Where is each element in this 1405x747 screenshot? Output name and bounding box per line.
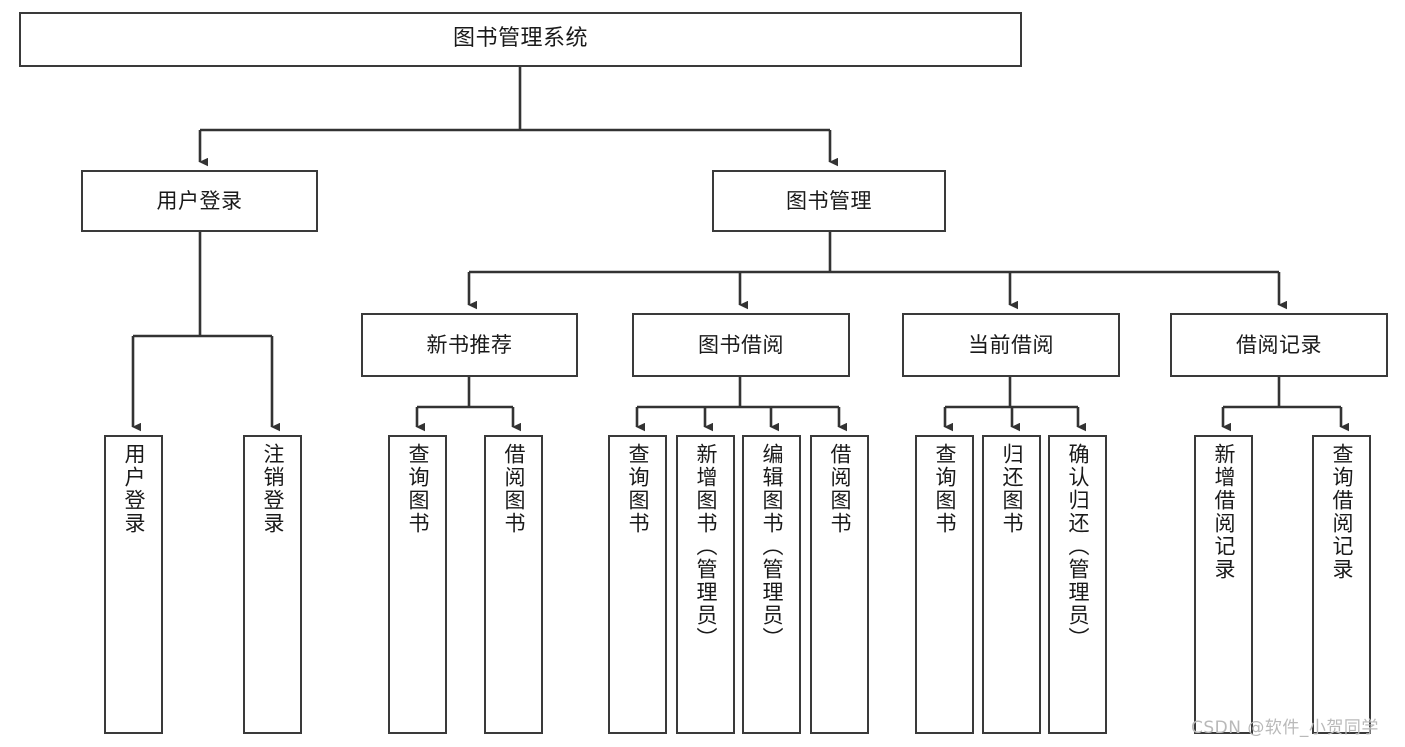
node-label: 查询图书	[406, 443, 430, 535]
leaf-current-query-book[interactable]: 查询图书	[915, 435, 974, 734]
node-label: 用户登录	[122, 443, 146, 535]
node-borrow-record[interactable]: 借阅记录	[1170, 313, 1388, 377]
leaf-recommend-borrow-book[interactable]: 借阅图书	[484, 435, 543, 734]
node-label: 图书管理	[786, 188, 872, 213]
leaf-user-login[interactable]: 用户登录	[104, 435, 163, 734]
node-label: 注销登录	[261, 443, 285, 535]
node-current-borrow[interactable]: 当前借阅	[902, 313, 1120, 377]
node-label: 查询图书	[626, 443, 650, 535]
leaf-logout[interactable]: 注销登录	[243, 435, 302, 734]
node-label: 编辑图书（管理员）	[760, 443, 784, 650]
node-label: 图书管理系统	[452, 26, 588, 52]
node-label: 新书推荐	[426, 332, 513, 357]
node-root-system[interactable]: 图书管理系统	[19, 12, 1022, 67]
node-book-management[interactable]: 图书管理	[712, 170, 946, 232]
node-user-login[interactable]: 用户登录	[81, 170, 318, 232]
node-label: 查询图书	[933, 443, 957, 535]
node-book-borrow[interactable]: 图书借阅	[632, 313, 850, 377]
leaf-borrow-borrow-book[interactable]: 借阅图书	[810, 435, 869, 734]
node-label: 借阅图书	[828, 443, 852, 535]
node-label: 用户登录	[156, 188, 243, 213]
node-label: 新增借阅记录	[1212, 443, 1236, 581]
leaf-current-confirm-return-admin[interactable]: 确认归还（管理员）	[1048, 435, 1107, 734]
leaf-record-add-record[interactable]: 新增借阅记录	[1194, 435, 1253, 734]
leaf-current-return-book[interactable]: 归还图书	[982, 435, 1041, 734]
leaf-borrow-add-book-admin[interactable]: 新增图书（管理员）	[676, 435, 735, 734]
leaf-recommend-query-book[interactable]: 查询图书	[388, 435, 447, 734]
node-label: 借阅图书	[502, 443, 526, 535]
leaf-borrow-query-book[interactable]: 查询图书	[608, 435, 667, 734]
leaf-borrow-edit-book-admin[interactable]: 编辑图书（管理员）	[742, 435, 801, 734]
node-new-book-recommend[interactable]: 新书推荐	[361, 313, 578, 377]
node-label: 新增图书（管理员）	[694, 443, 718, 650]
watermark-text: CSDN @软件_小贺同学	[1191, 718, 1379, 738]
node-label: 当前借阅	[968, 332, 1054, 357]
node-label: 归还图书	[1000, 443, 1024, 535]
node-label: 确认归还（管理员）	[1066, 443, 1090, 650]
node-label: 图书借阅	[698, 332, 784, 357]
node-label: 借阅记录	[1236, 332, 1322, 357]
node-label: 查询借阅记录	[1330, 443, 1354, 581]
leaf-record-query-record[interactable]: 查询借阅记录	[1312, 435, 1371, 734]
